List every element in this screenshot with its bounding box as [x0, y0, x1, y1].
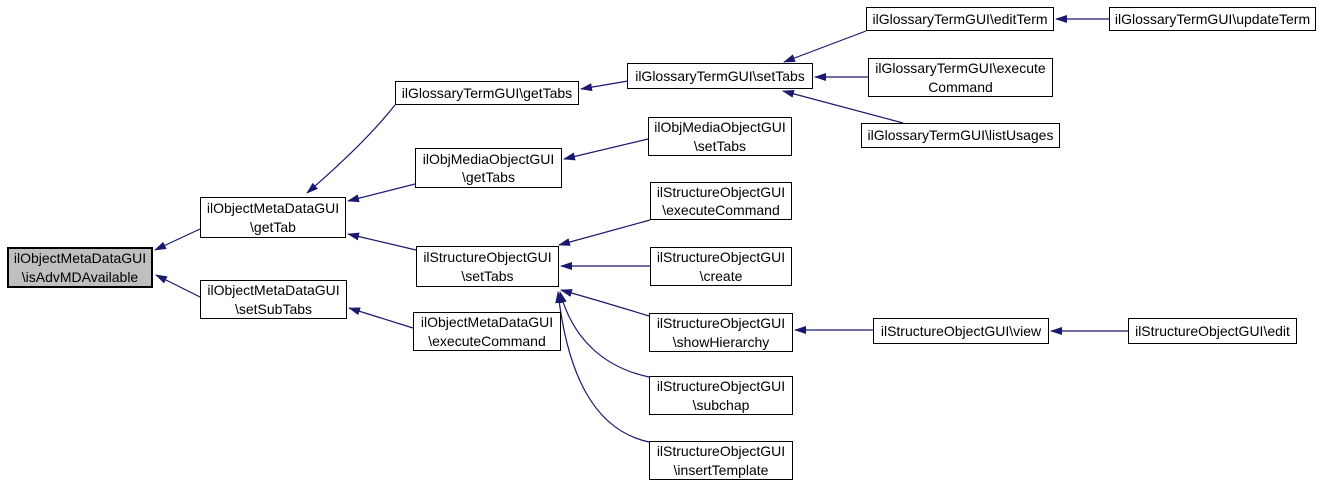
edge-glossaryTerm-setTabs--glossaryTerm-getTabs	[580, 80, 629, 92]
node-structureObject-subchap[interactable]: ilStructureObjectGUI \subchap	[649, 376, 793, 415]
node-glossaryTerm-setTabs[interactable]: ilGlossaryTermGUI\setTabs	[627, 63, 813, 89]
edge-structureObject-insertTemplate--structureObject-setTabs	[555, 291, 650, 443]
node-glossaryTerm-executeCommand[interactable]: ilGlossaryTermGUI\execute Command	[868, 58, 1053, 97]
edge-glossaryTerm-getTabs--getTab	[306, 104, 396, 194]
edge-structureObject-executeCommand--structureObject-setTabs	[558, 219, 651, 246]
node-glossaryTerm-editTerm[interactable]: ilGlossaryTermGUI\editTerm	[866, 7, 1054, 31]
node-structureObject-showHierarchy[interactable]: ilStructureObjectGUI \showHierarchy	[649, 313, 793, 352]
node-structureObject-setTabs[interactable]: ilStructureObjectGUI \setTabs	[416, 246, 559, 287]
edge-structureObject-setTabs--getTab	[347, 232, 417, 251]
node-structureObject-edit[interactable]: ilStructureObjectGUI\edit	[1128, 318, 1297, 344]
node-structureObject-insertTemplate[interactable]: ilStructureObjectGUI \insertTemplate	[649, 441, 793, 480]
edge-getTab--isAdvMDAvailable	[154, 228, 201, 251]
node-glossaryTerm-listUsages[interactable]: ilGlossaryTermGUI\listUsages	[861, 123, 1060, 148]
node-glossaryTerm-updateTerm[interactable]: ilGlossaryTermGUI\updateTerm	[1109, 7, 1316, 31]
node-structureObject-create[interactable]: ilStructureObjectGUI \create	[650, 247, 792, 286]
node-isAdvMDAvailable[interactable]: ilObjectMetaDataGUI \isAdvMDAvailable	[7, 247, 153, 288]
node-objMediaObject-setTabs[interactable]: ilObjMediaObjectGUI \setTabs	[648, 117, 792, 156]
edge-objectMetaData-executeCommand--setSubTabs	[348, 307, 414, 329]
edge-setSubTabs--isAdvMDAvailable	[155, 274, 201, 298]
node-glossaryTerm-getTabs[interactable]: ilGlossaryTermGUI\getTabs	[395, 81, 579, 105]
edge-glossaryTerm-editTerm--glossaryTerm-setTabs	[783, 30, 867, 63]
node-getTab[interactable]: ilObjectMetaDataGUI \getTab	[200, 197, 346, 238]
edge-objMediaObject-getTabs--getTab	[347, 183, 416, 203]
node-objectMetaData-executeCommand[interactable]: ilObjectMetaDataGUI \executeCommand	[413, 312, 561, 351]
node-structureObject-view[interactable]: ilStructureObjectGUI\view	[873, 318, 1049, 344]
edge-structureObject-subchap--structureObject-setTabs	[558, 291, 650, 378]
node-objMediaObject-getTabs[interactable]: ilObjMediaObjectGUI \getTabs	[415, 148, 562, 188]
edge-objMediaObject-setTabs--objMediaObject-getTabs	[563, 138, 649, 161]
node-setSubTabs[interactable]: ilObjectMetaDataGUI \setSubTabs	[200, 280, 347, 319]
edge-structureObject-showHierarchy--structureObject-setTabs	[560, 289, 650, 317]
node-structureObject-executeCommand[interactable]: ilStructureObjectGUI \executeCommand	[650, 182, 792, 220]
edge-glossaryTerm-listUsages--glossaryTerm-setTabs	[782, 89, 904, 124]
